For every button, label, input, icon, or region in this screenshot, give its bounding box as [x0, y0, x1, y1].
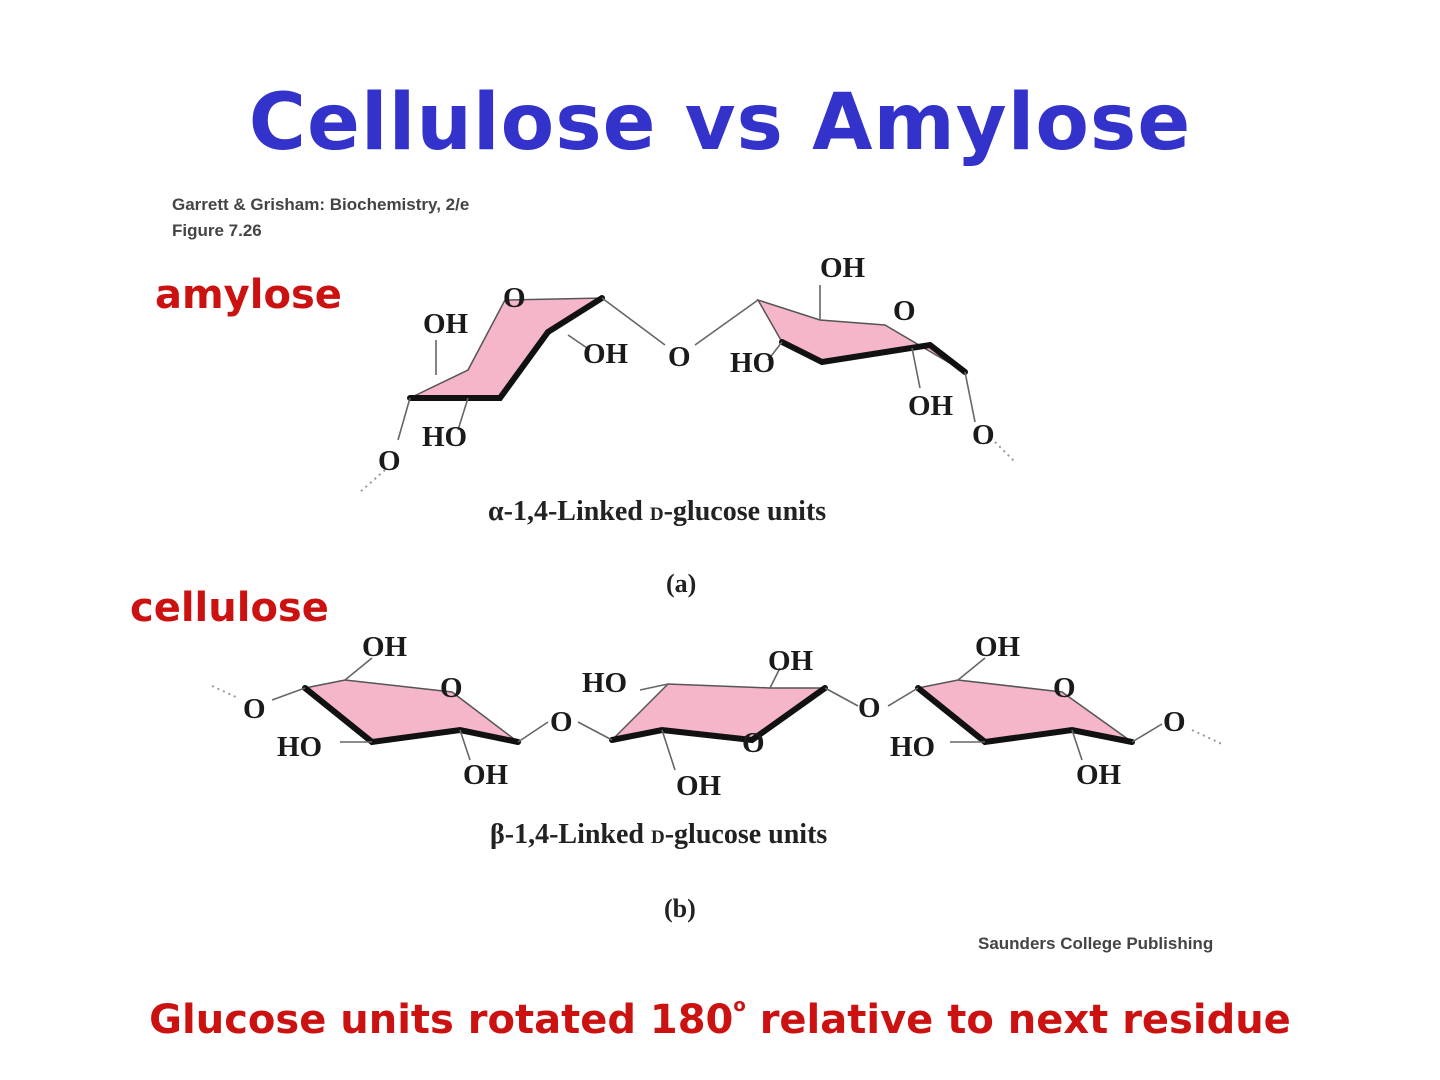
- cellulose-ring-3-front-edge: [915, 685, 1135, 746]
- amylose-oh-2: OH: [583, 338, 629, 370]
- amylose-ring-2-o: O: [893, 295, 916, 327]
- amylose-structure: O OH OH HO O O OH O HO OH O α-1,4-Linked…: [359, 252, 1016, 598]
- amylose-oh-1: OH: [423, 308, 469, 340]
- conclusion-rest: relative to next residue: [745, 997, 1291, 1043]
- conclusion-main: Glucose units rotated 180: [149, 997, 734, 1043]
- amylose-ring-1-o: O: [503, 282, 526, 314]
- amylose-ring-2-front-edge: [779, 339, 968, 375]
- cellulose-structure: OH O O HO OH O HO OH O OH O OH O HO OH O…: [211, 631, 1223, 923]
- amylose-caption-prefix: α-1,4-Linked: [488, 496, 650, 527]
- amylose-ring-2: [756, 298, 966, 373]
- citation-figure: Figure 7.26: [172, 221, 262, 240]
- panel-a-label: (a): [666, 569, 696, 598]
- amylose-ho-1: HO: [422, 421, 467, 453]
- cellulose-caption: β-1,4-Linked D-glucose units: [490, 819, 827, 850]
- slide-title: Cellulose vs Amylose: [248, 78, 1192, 168]
- amylose-ho-2: HO: [730, 347, 775, 379]
- amylose-oh-3: OH: [820, 252, 866, 284]
- amylose-caption-d: D: [650, 504, 664, 525]
- cellulose-caption-prefix: β-1,4-Linked: [490, 819, 651, 850]
- conclusion-text: Glucose units rotated 180o relative to n…: [0, 995, 1440, 1043]
- panel-b-label: (b): [664, 894, 696, 923]
- amylose-ring-1-front-edge: [407, 295, 605, 401]
- cellulose-ring-2-front-edge: [609, 685, 828, 744]
- amylose-o-left: O: [378, 445, 401, 477]
- amylose-caption: α-1,4-Linked D-glucose units: [488, 496, 826, 527]
- cellulose-o-link-2: O: [858, 692, 881, 724]
- amylose-label: amylose: [155, 272, 342, 318]
- cellulose-oh-4: OH: [676, 770, 722, 802]
- degree-symbol: o: [733, 995, 746, 1016]
- amylose-o-glycosidic: O: [668, 341, 691, 373]
- cellulose-ho-2: HO: [582, 667, 627, 699]
- citation-book: Garrett & Grisham: Biochemistry, 2/e: [172, 195, 470, 214]
- cellulose-ho-1: HO: [277, 731, 322, 763]
- cellulose-ring-1-o: O: [440, 672, 463, 704]
- figure-citation: Garrett & Grisham: Biochemistry, 2/e Fig…: [172, 192, 469, 244]
- publisher-credit: Saunders College Publishing: [978, 934, 1214, 953]
- cellulose-o-link-1: O: [550, 706, 573, 738]
- amylose-oh-4: OH: [908, 390, 954, 422]
- amylose-o-right: O: [972, 419, 995, 451]
- cellulose-oh-5: OH: [975, 631, 1021, 663]
- cellulose-o-right: O: [1163, 706, 1186, 738]
- cellulose-label: cellulose: [130, 585, 329, 631]
- cellulose-caption-d: D: [651, 827, 665, 848]
- cellulose-oh-1: OH: [362, 631, 408, 663]
- cellulose-oh-2: OH: [463, 759, 509, 791]
- amylose-caption-suffix: -glucose units: [664, 496, 827, 527]
- cellulose-ring-3-o: O: [1053, 672, 1076, 704]
- cellulose-caption-suffix: -glucose units: [665, 819, 828, 850]
- cellulose-o-left: O: [243, 693, 266, 725]
- cellulose-oh-6: OH: [1076, 759, 1122, 791]
- cellulose-oh-3: OH: [768, 645, 814, 677]
- cellulose-ring-2-o: O: [742, 727, 765, 759]
- cellulose-ho-3: HO: [890, 731, 935, 763]
- cellulose-ring-1-front-edge: [302, 685, 521, 746]
